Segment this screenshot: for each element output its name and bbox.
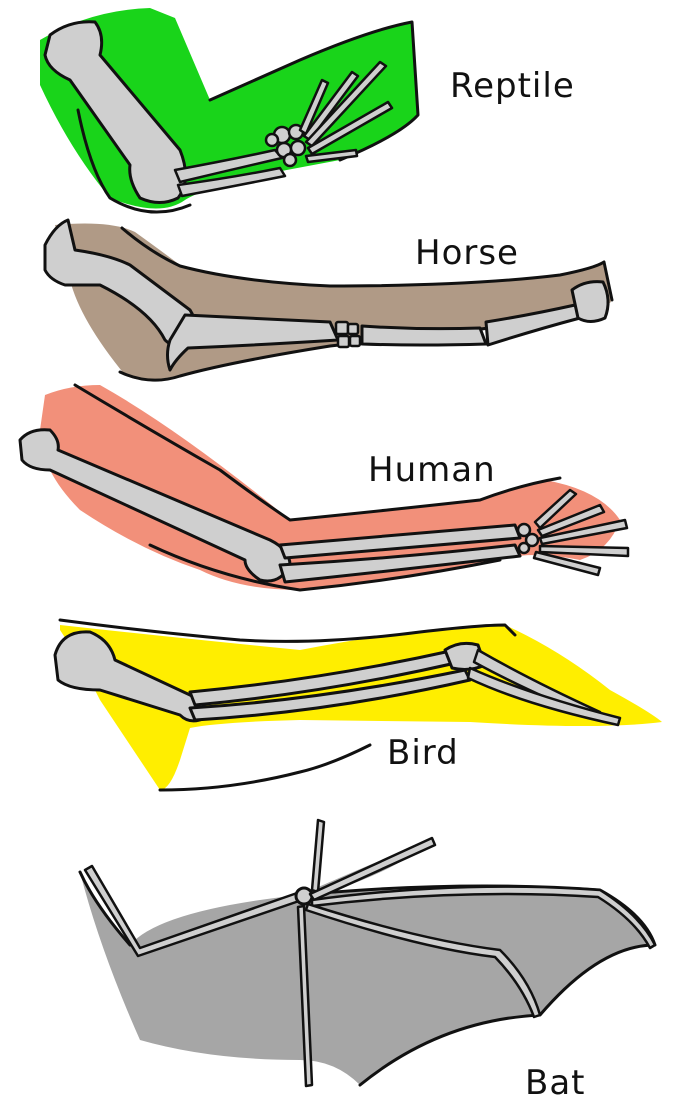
reptile-limb	[40, 8, 418, 212]
bird-label: Bird	[387, 733, 459, 773]
horse-label: Horse	[415, 233, 519, 273]
human-limb	[20, 385, 628, 590]
human-label: Human	[368, 450, 496, 490]
bird-limb	[55, 620, 662, 790]
bat-limb	[80, 820, 655, 1086]
reptile-label: Reptile	[450, 66, 575, 106]
bat-label: Bat	[525, 1063, 586, 1103]
horse-limb	[45, 220, 612, 380]
